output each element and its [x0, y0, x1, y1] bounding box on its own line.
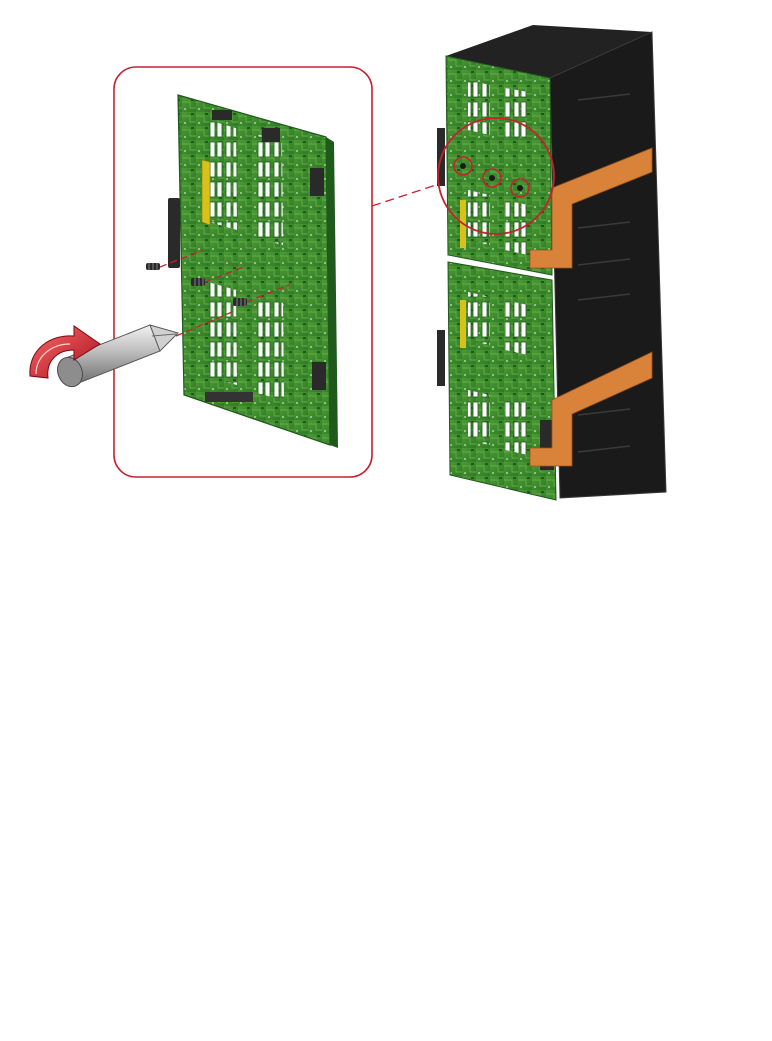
- screw-icon: [233, 298, 247, 306]
- screwdriver-icon: [53, 325, 178, 390]
- backplane-chassis: [437, 25, 666, 500]
- callout-leader-line: [372, 183, 442, 206]
- screw-icon: [146, 263, 160, 270]
- yellow-connector: [202, 160, 210, 225]
- backplane-board: [168, 95, 338, 448]
- screw-icon: [191, 278, 205, 286]
- callout-detail: [30, 67, 372, 477]
